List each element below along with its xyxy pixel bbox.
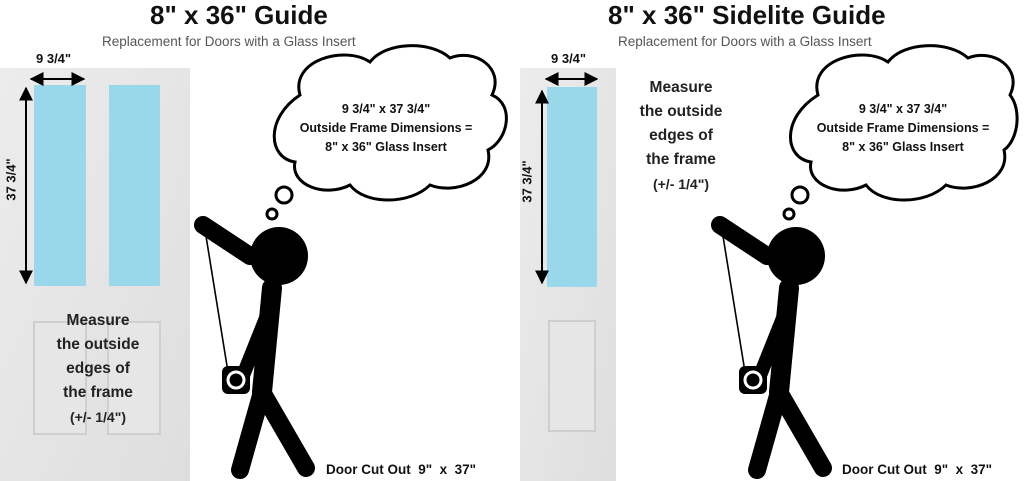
left-title: 8" x 36" Guide <box>150 0 328 30</box>
right-figure-head <box>767 227 825 285</box>
right-tape-line <box>721 229 746 373</box>
left-thought-dot-2 <box>265 207 279 221</box>
right-height-label: 37 3/4" <box>519 160 535 203</box>
right-tape-measure-ring <box>743 370 763 390</box>
right-measure-line-4: the frame <box>646 151 716 168</box>
left-glass-insert-1 <box>34 85 86 286</box>
right-thought-dot-1 <box>790 185 810 205</box>
left-figure-leg-2 <box>253 383 315 477</box>
left-measure-line-4: the frame <box>63 384 133 401</box>
right-door-diagram <box>520 68 616 481</box>
right-thought-bubble <box>782 44 1019 221</box>
left-door-panel-1 <box>33 321 87 435</box>
right-thought-cloud <box>789 44 1019 202</box>
left-tape-line <box>204 229 229 373</box>
right-measure-line-2: the outside <box>639 103 723 120</box>
left-thought-bubble <box>265 44 508 221</box>
right-thought-text: 9 3/4" x 37 3/4" Outside Frame Dimension… <box>783 100 1023 157</box>
right-measure-line-3: edges of <box>649 127 713 144</box>
right-figure-raised-arm <box>711 216 776 265</box>
left-figure-body <box>252 278 282 402</box>
right-cutout-label: Door Cut Out 9" x 37" <box>842 462 993 477</box>
left-cutout-label: Door Cut Out 9" x 37" <box>326 462 477 477</box>
left-measure-line-3: edges of <box>66 360 130 377</box>
left-tape-measure-ring <box>226 370 246 390</box>
right-thought-line-1: 9 3/4" x 37 3/4" <box>858 102 948 116</box>
right-figure-body <box>769 278 799 402</box>
right-figure-leg-1 <box>748 383 788 479</box>
left-thought-dot-1 <box>274 185 294 205</box>
left-measure-note: Measure the outside edges of the frame (… <box>28 309 168 429</box>
right-glass-insert <box>547 87 597 287</box>
left-thought-line-2: Outside Frame Dimensions = <box>299 121 473 135</box>
left-tape-measure <box>222 366 250 394</box>
right-figure-leg-2 <box>770 383 832 477</box>
right-measure-line-5: (+/- 1/4") <box>652 176 710 192</box>
right-measure-note: Measure the outside edges of the frame (… <box>616 76 746 196</box>
left-thought-line-3: 8" x 36" Glass Insert <box>325 140 447 154</box>
left-person-figure <box>194 216 315 479</box>
left-figure-raised-arm <box>194 216 259 265</box>
left-measure-line-1: Measure <box>66 312 130 329</box>
left-figure-head <box>250 227 308 285</box>
right-subtitle: Replacement for Doors with a Glass Inser… <box>618 34 872 49</box>
left-measure-line-5: (+/- 1/4") <box>69 409 127 425</box>
left-door-panel-2 <box>107 321 161 435</box>
right-door-panel <box>548 320 596 432</box>
right-thought-line-3: 8" x 36" Glass Insert <box>842 140 964 154</box>
left-door-diagram <box>0 68 190 481</box>
left-thought-line-1: 9 3/4" x 37 3/4" <box>341 102 431 116</box>
right-width-label: 9 3/4" <box>551 51 587 66</box>
left-thought-cloud <box>272 44 508 202</box>
right-thought-line-2: Outside Frame Dimensions = <box>816 121 990 135</box>
left-width-label: 9 3/4" <box>36 51 72 66</box>
left-measure-line-2: the outside <box>56 336 140 353</box>
left-subtitle: Replacement for Doors with a Glass Inser… <box>102 34 356 49</box>
left-height-label: 37 3/4" <box>3 158 19 201</box>
left-figure-leg-1 <box>231 383 271 479</box>
left-glass-insert-2 <box>109 85 160 286</box>
right-tape-measure <box>739 366 767 394</box>
right-title: 8" x 36" Sidelite Guide <box>608 0 886 30</box>
right-measure-line-1: Measure <box>649 79 713 96</box>
left-thought-text: 9 3/4" x 37 3/4" Outside Frame Dimension… <box>266 100 506 157</box>
right-thought-dot-2 <box>782 207 796 221</box>
right-person-figure <box>711 216 832 479</box>
